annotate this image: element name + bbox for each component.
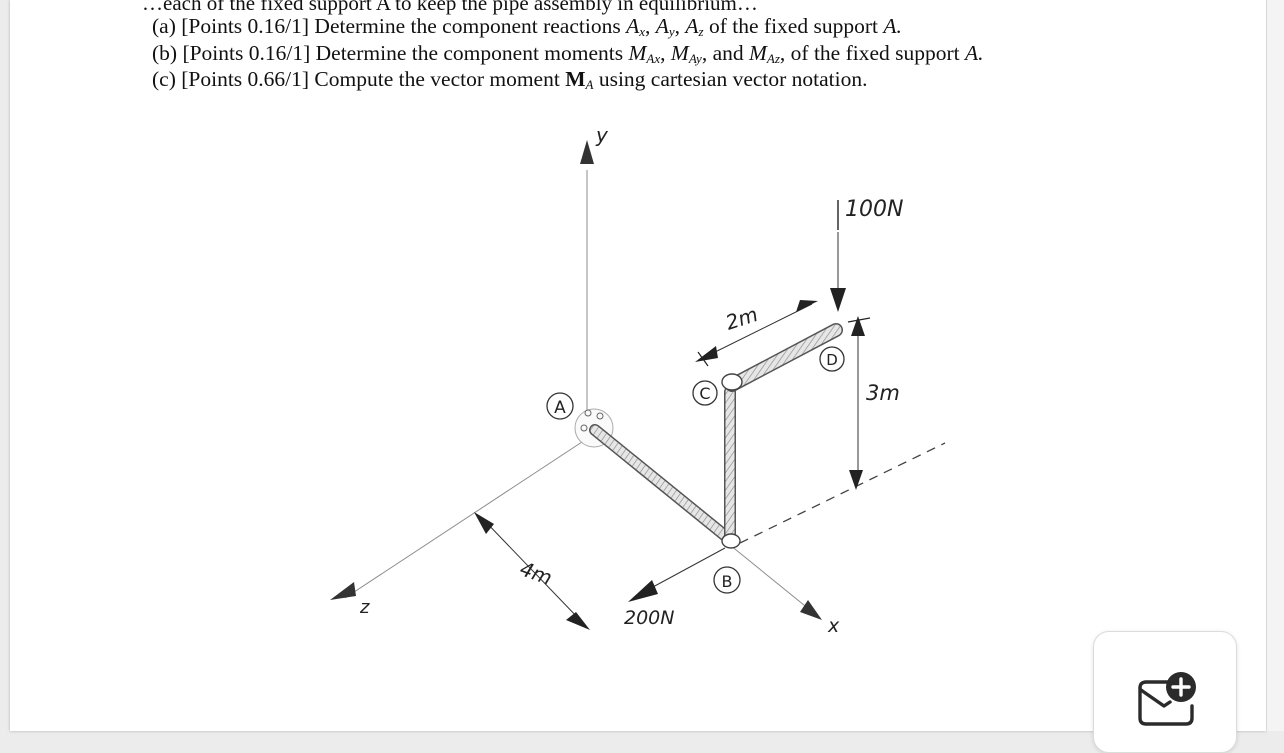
force-100n-label: 100N — [845, 197, 903, 222]
svg-text:B: B — [722, 572, 733, 591]
pipe-cd — [726, 324, 842, 391]
dim-4m-line — [481, 517, 581, 621]
svg-text:C: C — [699, 384, 710, 403]
window-edge — [1266, 0, 1284, 731]
dim-2m-tick — [697, 351, 709, 367]
dim-3m-arrow-top — [851, 316, 865, 336]
question-a: (a) [Points 0.16/1] Determine the compon… — [152, 14, 902, 39]
axes — [344, 170, 816, 615]
force-200n-arrow — [628, 580, 658, 602]
x-axis-arrow — [800, 600, 822, 620]
dashed-reference-line — [739, 442, 946, 544]
pipe-assembly-figure: y z x A C D B 100N 2m — [330, 123, 946, 637]
pipe-ab — [590, 425, 733, 543]
question-b: (b) [Points 0.16/1] Determine the compon… — [152, 41, 984, 66]
svg-text:A: A — [554, 398, 566, 418]
cut-off-text-line: …each of the fixed support A to keep the… — [142, 0, 758, 15]
z-axis-arrow — [330, 582, 356, 600]
force-200n-label: 200N — [624, 607, 674, 629]
question-b-prefix: (b) [Points 0.16/1] Determine the compon… — [152, 41, 629, 65]
dim-3m-tick — [847, 317, 871, 323]
add-attachment-card[interactable] — [1093, 631, 1237, 753]
support-bolt — [580, 424, 588, 432]
y-axis-arrow — [580, 140, 594, 164]
question-c: (c) [Points 0.66/1] Compute the vector m… — [152, 67, 868, 92]
point-label-a: A — [546, 392, 574, 420]
support-bolt — [596, 412, 604, 420]
dim-3m-arrow-bottom — [849, 470, 863, 490]
document-page: …each of the fixed support A to keep the… — [10, 0, 1266, 731]
dim-2m-label: 2m — [723, 302, 761, 335]
dim-2m-arrow-right — [796, 300, 818, 312]
dim-4m-arrow-top — [474, 512, 494, 534]
pipe-segments — [589, 323, 843, 544]
z-axis-line — [344, 439, 586, 599]
question-b-end: A. — [965, 41, 984, 65]
axis-x-label: x — [827, 615, 840, 637]
dim-4m-arrow-bottom — [566, 612, 590, 630]
dim-2m-arrow-left — [695, 346, 718, 362]
svg-text:D: D — [826, 351, 838, 369]
question-a-end: A. — [883, 14, 902, 38]
question-c-suffix: using cartesian vector notation. — [593, 67, 868, 91]
question-c-prefix: (c) [Points 0.66/1] Compute the vector m… — [152, 67, 566, 91]
dim-4m-label: 4m — [517, 556, 555, 590]
support-bolt — [584, 409, 592, 417]
point-label-b: B — [713, 566, 741, 594]
point-label-d: D — [819, 346, 845, 372]
dim-3m-label: 3m — [866, 381, 900, 405]
dim-2m-line — [702, 303, 813, 359]
elbow-c — [721, 373, 743, 391]
question-a-suffix: of the fixed support — [703, 14, 884, 38]
question-b-suffix: of the fixed support — [785, 41, 966, 65]
force-100n-arrow — [830, 288, 846, 312]
x-axis-line — [729, 544, 816, 615]
question-a-prefix: (a) [Points 0.16/1] Determine the compon… — [152, 14, 627, 38]
point-label-c: C — [692, 380, 718, 406]
elbow-b — [721, 533, 741, 549]
axis-y-label: y — [595, 123, 609, 147]
axis-z-label: z — [359, 597, 370, 618]
mail-add-icon[interactable] — [1134, 670, 1198, 732]
